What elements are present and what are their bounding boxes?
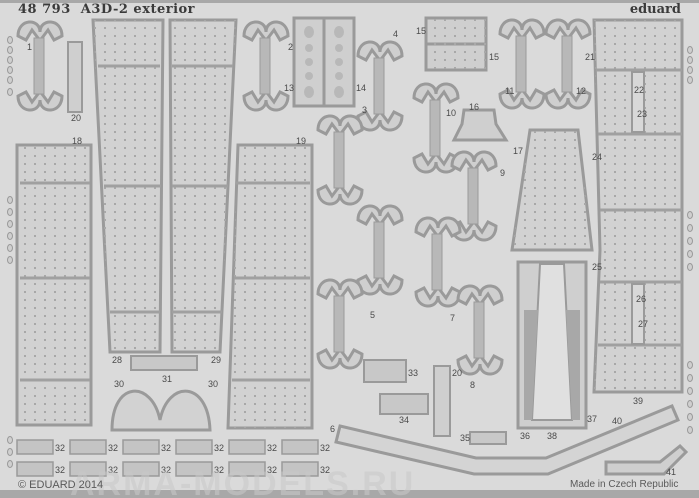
- part-label-20a: 20: [71, 113, 82, 123]
- part-label-32: 32: [161, 443, 172, 453]
- part-label-13: 13: [284, 83, 295, 93]
- part-3: [316, 114, 364, 206]
- part-label-26: 26: [636, 294, 647, 304]
- part-label-39: 39: [633, 396, 644, 406]
- part-label-38: 38: [547, 431, 558, 441]
- part-label-36: 36: [520, 431, 531, 441]
- fret-frame-bottom: [0, 490, 699, 498]
- part-label-17: 17: [513, 146, 524, 156]
- brand-logo: eduard: [629, 2, 681, 17]
- part-label-20b: 20: [452, 368, 463, 378]
- part-label-21: 21: [585, 52, 596, 62]
- fret-title: 48 793 A3D-2 exterior: [18, 2, 196, 17]
- part-label-32: 32: [267, 443, 278, 453]
- part-label-32: 32: [320, 443, 331, 453]
- sprue-drops: [7, 36, 693, 468]
- part-1: [16, 20, 64, 112]
- origin-text: Made in Czech Republic: [570, 479, 679, 490]
- part-label-25: 25: [592, 262, 603, 272]
- part-label-23: 23: [637, 109, 648, 119]
- part-label-32: 32: [214, 465, 225, 475]
- part-label-29: 29: [211, 355, 222, 365]
- part-label-32: 32: [108, 465, 119, 475]
- watermark: ARMA-MODELS.RU: [70, 465, 416, 498]
- part-label-32: 32: [108, 443, 119, 453]
- part-label-41: 41: [666, 467, 677, 477]
- part-2: [242, 20, 290, 112]
- fret-frame-top: [0, 0, 699, 3]
- part-label-28: 28: [112, 355, 123, 365]
- part-label-16: 16: [469, 102, 480, 112]
- part-label-24: 24: [592, 152, 603, 162]
- part-label-1: 1: [27, 42, 33, 52]
- part-label-32: 32: [55, 465, 66, 475]
- part-label-32: 32: [214, 443, 225, 453]
- part-label-10: 10: [446, 108, 457, 118]
- part-8: [456, 284, 504, 376]
- part-label-18: 18: [72, 136, 83, 146]
- part-label-32: 32: [55, 443, 66, 453]
- part-label-9: 9: [500, 168, 506, 178]
- part-label-30a: 30: [114, 379, 125, 389]
- part-label-2: 2: [288, 42, 294, 52]
- part-label-35: 35: [460, 433, 471, 443]
- part-label-15a: 15: [416, 26, 427, 36]
- part-label-22: 22: [634, 85, 645, 95]
- part-7: [414, 216, 462, 308]
- part-label-27: 27: [638, 319, 649, 329]
- part-label-8: 8: [470, 380, 476, 390]
- part-label-7: 7: [450, 313, 456, 323]
- part-5: [356, 204, 404, 296]
- part-label-14: 14: [356, 83, 367, 93]
- part-label-30b: 30: [208, 379, 219, 389]
- part-label-15b: 15: [489, 52, 500, 62]
- part-label-40: 40: [612, 416, 623, 426]
- part-10: [412, 82, 460, 174]
- part-label-4: 4: [393, 29, 399, 39]
- part-label-5: 5: [370, 310, 376, 320]
- part-label-31: 31: [162, 374, 173, 384]
- part-6: [316, 278, 364, 370]
- part-label-34: 34: [399, 415, 410, 425]
- part-label-6: 6: [330, 424, 336, 434]
- copyright-text: © EDUARD 2014: [18, 479, 104, 491]
- part-label-33: 33: [408, 368, 419, 378]
- part-label-32: 32: [267, 465, 278, 475]
- part-label-32: 32: [320, 465, 331, 475]
- part-label-3: 3: [362, 105, 368, 115]
- part-label-32: 32: [161, 465, 172, 475]
- part-label-37: 37: [587, 414, 598, 424]
- part-label-12: 12: [576, 86, 587, 96]
- part-label-11: 11: [505, 86, 515, 96]
- part-label-19: 19: [296, 136, 307, 146]
